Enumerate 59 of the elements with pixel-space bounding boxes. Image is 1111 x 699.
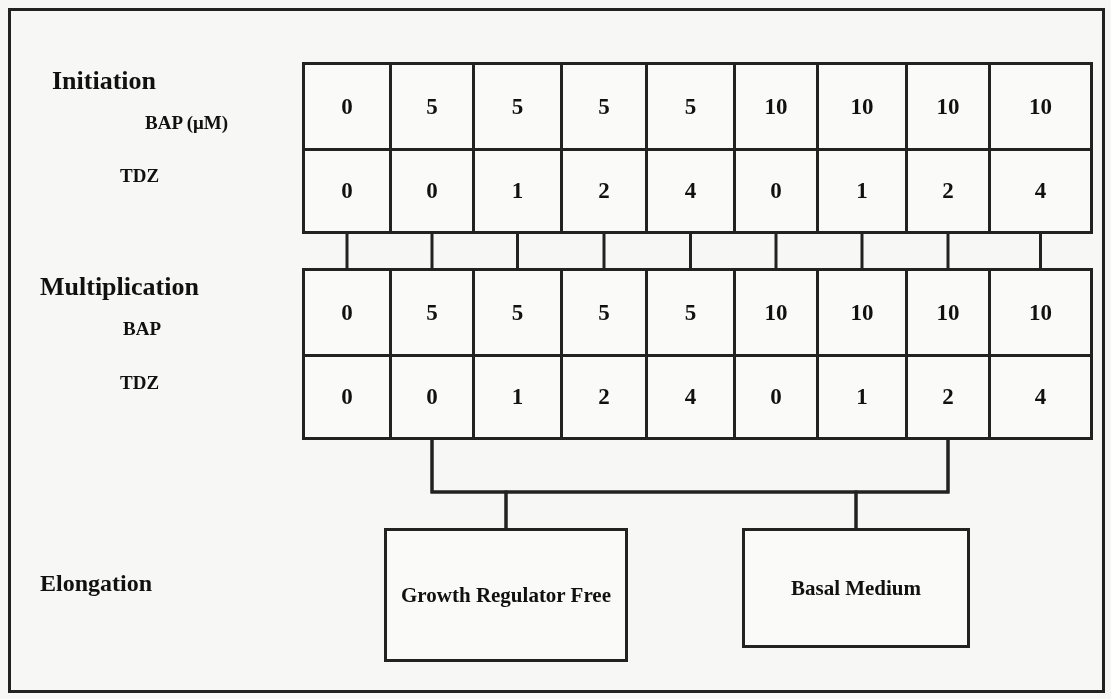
table-column bbox=[302, 268, 392, 440]
table-column bbox=[560, 268, 648, 440]
connector-line bbox=[689, 234, 692, 268]
connector-line bbox=[860, 234, 864, 268]
stage-label: Elongation bbox=[40, 570, 153, 597]
table-column bbox=[389, 268, 475, 440]
bap-value: 10 bbox=[935, 298, 961, 327]
table-column bbox=[645, 62, 736, 234]
process-box bbox=[742, 528, 970, 648]
box-label: Basal Medium bbox=[790, 574, 922, 602]
table-column bbox=[816, 62, 908, 234]
table-column bbox=[988, 268, 1093, 440]
row-label: BAP bbox=[123, 318, 161, 340]
table-column bbox=[816, 268, 908, 440]
connector-line bbox=[602, 234, 606, 268]
table-column bbox=[988, 62, 1093, 234]
bap-value: 5 bbox=[425, 298, 439, 327]
table-column bbox=[905, 62, 991, 234]
tdz-value: 4 bbox=[991, 354, 1090, 437]
bap-value: 10 bbox=[763, 298, 789, 327]
connector-line bbox=[430, 234, 434, 268]
connector-line bbox=[1039, 234, 1042, 268]
bap-value: 5 bbox=[510, 298, 525, 327]
bap-value: 10 bbox=[935, 92, 961, 121]
row-label: TDZ bbox=[120, 165, 160, 187]
connector-line bbox=[345, 234, 349, 268]
bap-value: 5 bbox=[597, 92, 611, 121]
connector-line bbox=[774, 234, 778, 268]
table-column bbox=[905, 268, 991, 440]
connector-line bbox=[516, 234, 519, 268]
bap-value: 10 bbox=[849, 92, 875, 121]
table-column bbox=[645, 268, 736, 440]
bap-value: 0 bbox=[340, 92, 354, 121]
process-box bbox=[384, 528, 628, 662]
stage-label: Multiplication bbox=[40, 272, 199, 302]
connector-line bbox=[854, 440, 950, 528]
connector-line bbox=[946, 234, 950, 268]
bap-value: 10 bbox=[849, 298, 875, 327]
box-label: Growth Regulator Free bbox=[401, 581, 611, 609]
table-column bbox=[472, 268, 563, 440]
bap-value: 5 bbox=[683, 92, 698, 121]
bap-value: 10 bbox=[763, 92, 789, 121]
stage-label: Initiation bbox=[52, 66, 157, 96]
bap-value: 5 bbox=[510, 92, 525, 121]
table-column bbox=[733, 62, 819, 234]
bap-value: 0 bbox=[340, 298, 354, 327]
bap-value: 10 bbox=[1028, 92, 1053, 121]
bap-value: 10 bbox=[1028, 298, 1053, 327]
bap-value: 5 bbox=[425, 92, 439, 121]
row-label: TDZ bbox=[120, 372, 160, 394]
row-label: BAP (μM) bbox=[145, 112, 229, 134]
table-column bbox=[302, 62, 392, 234]
bap-value: 5 bbox=[683, 298, 698, 327]
bap-value: 5 bbox=[597, 298, 611, 327]
table-column bbox=[389, 62, 475, 234]
table-column bbox=[733, 268, 819, 440]
table-column bbox=[472, 62, 563, 234]
table-column bbox=[560, 62, 648, 234]
tdz-value: 4 bbox=[991, 148, 1090, 231]
